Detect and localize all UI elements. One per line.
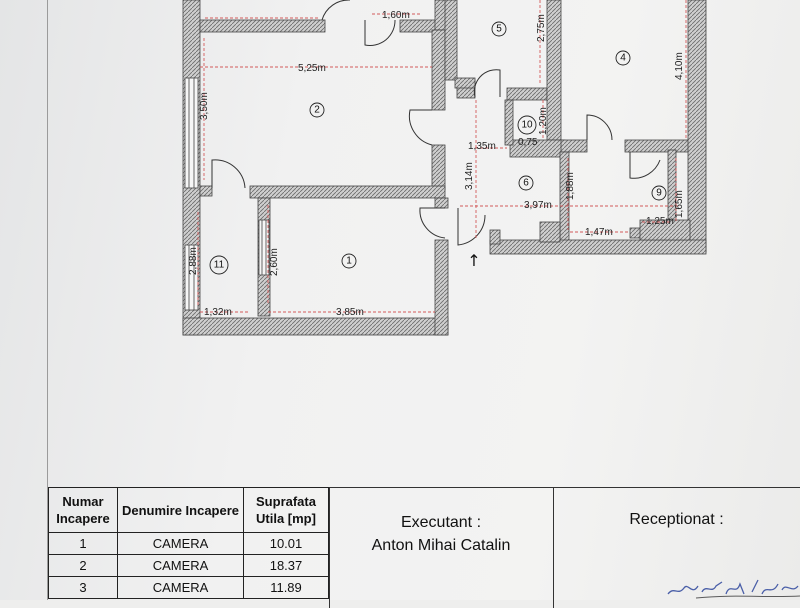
- executant-box: [329, 487, 554, 608]
- room-number-11: 11: [214, 260, 225, 271]
- room-number-10: 10: [521, 120, 533, 131]
- row-number: 1: [48, 532, 118, 555]
- row-name: CAMERA: [117, 554, 244, 577]
- room-markers: [209, 21, 667, 275]
- walls: [182, 0, 707, 336]
- room-table: Numar Incapere Denumire Incapere Suprafa…: [48, 487, 329, 599]
- entrance-arrow-icon: ↑: [467, 251, 480, 270]
- row-number: 3: [48, 576, 118, 599]
- dim-2-60: 2,60m: [269, 248, 280, 276]
- dim-3-14: 3,14m: [464, 162, 475, 190]
- table-header-row: Numar Incapere Denumire Incapere Suprafa…: [48, 487, 329, 533]
- dimension-lines: [197, 0, 687, 313]
- dim-5-25: 5,25m: [298, 63, 326, 74]
- room-number-9: 9: [656, 188, 662, 199]
- dimension-labels: 1,60m 5,25m 3,50m 2,75m 4,10m 1,20m 0,75…: [188, 10, 685, 318]
- room-number-1: 1: [346, 256, 352, 267]
- dim-1-35: 1,35m: [468, 141, 496, 152]
- dim-1-47: 1,47m: [585, 227, 613, 238]
- dim-2-88: 2,88m: [188, 247, 199, 275]
- dim-1-32: 1,32m: [204, 307, 232, 318]
- dim-1-88: 1,88m: [565, 172, 576, 200]
- row-area: 11.89: [243, 576, 329, 599]
- dim-0-75: 0,75: [518, 137, 538, 148]
- dim-1-20: 1,20m: [538, 107, 549, 135]
- row-number: 2: [48, 554, 118, 577]
- dim-1-60: 1,60m: [382, 10, 410, 21]
- header-numar-incapere: Numar Incapere: [48, 487, 118, 533]
- table-row: 2 CAMERA 18.37: [48, 554, 329, 577]
- room-numbers: 1 2 4 5 6 9 10 11: [214, 24, 662, 271]
- row-area: 18.37: [243, 554, 329, 577]
- table-row: 1 CAMERA 10.01: [48, 532, 329, 555]
- windows: [184, 77, 270, 311]
- room-number-6: 6: [523, 178, 529, 189]
- row-area: 10.01: [243, 532, 329, 555]
- dim-3-85: 3,85m: [336, 307, 364, 318]
- receptionat-label: Receptionat :: [629, 511, 724, 528]
- dim-2-75: 2,75m: [536, 14, 547, 42]
- dim-1-25: 1,25m: [646, 216, 674, 227]
- dim-4-10: 4,10m: [674, 52, 685, 80]
- header-denumire-incapere: Denumire Incapere: [117, 487, 244, 533]
- executant-label: Executant :: [400, 514, 482, 531]
- dim-1-65: 1,65m: [674, 190, 685, 218]
- dim-3-50: 3,50m: [199, 92, 210, 120]
- dim-3-97: 3,97m: [524, 200, 552, 211]
- executant-name: Anton Mihai Catalin: [371, 537, 511, 554]
- header-suprafata-utila: Suprafata Utila [mp]: [243, 487, 329, 533]
- room-number-4: 4: [620, 53, 626, 64]
- receptionat-box: [553, 487, 800, 608]
- room-number-2: 2: [314, 105, 320, 116]
- row-name: CAMERA: [117, 576, 244, 599]
- room-number-5: 5: [496, 24, 502, 35]
- page-margin-line: [47, 0, 48, 600]
- table-row: 3 CAMERA 11.89: [48, 576, 329, 599]
- row-name: CAMERA: [117, 532, 244, 555]
- handwritten-signature: [667, 579, 800, 599]
